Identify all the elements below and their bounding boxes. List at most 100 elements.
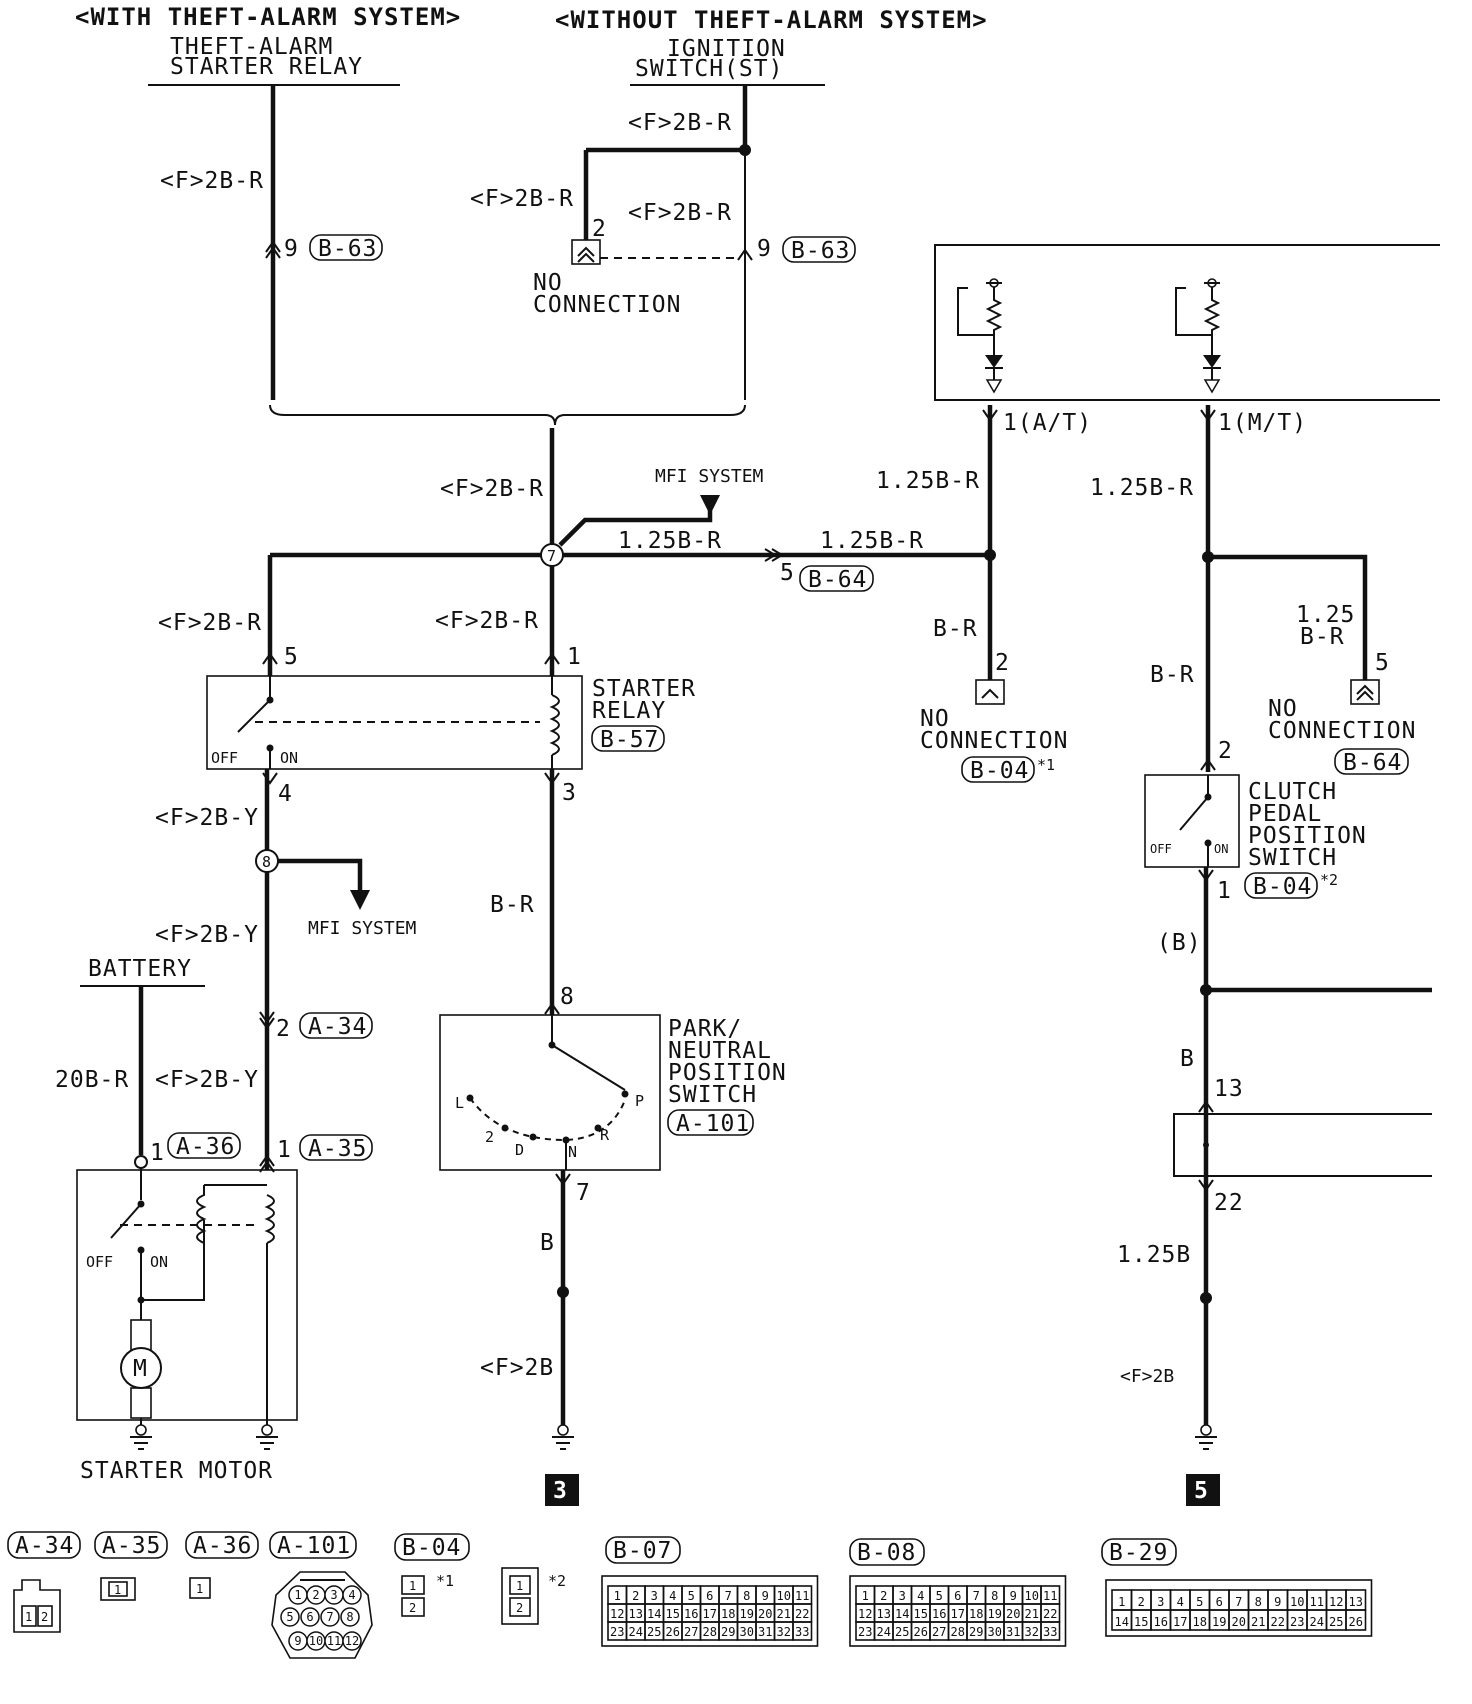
a101-pin-label: 4 bbox=[348, 1588, 355, 1602]
b08-pin-label: 29 bbox=[969, 1625, 983, 1639]
legend-tag-b04: B-04 bbox=[394, 1533, 470, 1561]
connector-tag-b57: B-57 bbox=[591, 725, 665, 753]
svg-text:A-35: A-35 bbox=[308, 1136, 367, 1162]
pn-arc bbox=[469, 1097, 626, 1142]
b07-pin-label: 32 bbox=[777, 1625, 791, 1639]
pin-label: 9 bbox=[757, 236, 772, 262]
ground-icon bbox=[130, 1424, 152, 1450]
connector-arrow-icon bbox=[544, 652, 560, 665]
joint-connector-box bbox=[1173, 1113, 1432, 1177]
svg-text:B-29: B-29 bbox=[1109, 1540, 1168, 1566]
svg-text:1: 1 bbox=[25, 1610, 32, 1624]
svg-text:B-08: B-08 bbox=[857, 1540, 916, 1566]
b08-pin-label: 33 bbox=[1043, 1625, 1057, 1639]
b07-pin-label: 6 bbox=[706, 1589, 713, 1603]
svg-text:1: 1 bbox=[196, 1582, 203, 1596]
b29-pin-label: 10 bbox=[1290, 1595, 1304, 1609]
no-connection-label-1: NO bbox=[533, 270, 563, 296]
wire-label: 20B-R bbox=[55, 1067, 129, 1093]
wire-label: <F>2B-R bbox=[470, 186, 574, 212]
pn-label-3: POSITION bbox=[668, 1060, 787, 1086]
b29-pin-label: 25 bbox=[1329, 1615, 1343, 1629]
connector-tag-b63: B-63 bbox=[782, 236, 856, 264]
b08-pin-label: 30 bbox=[988, 1625, 1002, 1639]
starter-relay-label-1: STARTER bbox=[592, 676, 696, 702]
wire-label: 1.25B-R bbox=[876, 468, 980, 494]
on-label: ON bbox=[1214, 842, 1228, 856]
b07-pin-label: 19 bbox=[740, 1607, 754, 1621]
b08-pin-label: 14 bbox=[895, 1607, 909, 1621]
pin-label: 9 bbox=[284, 236, 299, 262]
pin-label: 22 bbox=[1214, 1190, 1244, 1216]
clutch-label-1: CLUTCH bbox=[1248, 779, 1337, 805]
option-bracket bbox=[269, 404, 746, 426]
ground-icon bbox=[256, 1424, 278, 1450]
off-label: OFF bbox=[1150, 842, 1172, 856]
legend-tag-a35: A-35 bbox=[94, 1531, 168, 1559]
b07-pin-label: 22 bbox=[795, 1607, 809, 1621]
connector-tag-b64: B-64 bbox=[799, 565, 874, 593]
b07-pin-label: 18 bbox=[721, 1607, 735, 1621]
splice-dot bbox=[984, 549, 996, 561]
b29-pin-label: 12 bbox=[1329, 1595, 1343, 1609]
connector-face-a35: 1 bbox=[100, 1577, 136, 1601]
b08-pin-label: 4 bbox=[917, 1589, 924, 1603]
b07-pin-label: 20 bbox=[758, 1607, 772, 1621]
b08-pin-label: 23 bbox=[858, 1625, 872, 1639]
mfi-system-label-lower: MFI SYSTEM bbox=[308, 918, 417, 939]
connector-face-b04-star2: 1 2 *2 bbox=[501, 1567, 566, 1625]
connector-arrow-icon bbox=[981, 688, 999, 699]
shift-label: 2 bbox=[485, 1128, 494, 1146]
svg-text:2: 2 bbox=[409, 1601, 416, 1615]
svg-text:A-36: A-36 bbox=[193, 1533, 252, 1559]
b08-pin-label: 12 bbox=[858, 1607, 872, 1621]
wire-label: B-R bbox=[490, 892, 535, 918]
shift-label: D bbox=[515, 1141, 524, 1159]
b29-pin-label: 14 bbox=[1115, 1615, 1129, 1629]
b08-pin-label: 19 bbox=[988, 1607, 1002, 1621]
svg-text:B-07: B-07 bbox=[613, 1538, 672, 1564]
b29-pin-label: 2 bbox=[1138, 1595, 1145, 1609]
b07-pin-label: 31 bbox=[758, 1625, 772, 1639]
b29-pin-label: 15 bbox=[1134, 1615, 1148, 1629]
a101-pin-label: 8 bbox=[346, 1610, 353, 1624]
ignition-label-1: IGNITION bbox=[667, 36, 786, 62]
wire-label: (B) bbox=[1157, 930, 1202, 956]
b08-pin-label: 10 bbox=[1025, 1589, 1039, 1603]
wire-label: <F>2B-Y bbox=[155, 805, 259, 831]
pn-position-dot bbox=[529, 1133, 537, 1141]
svg-text:B-04: B-04 bbox=[402, 1535, 461, 1561]
ground-icon bbox=[1195, 1424, 1217, 1450]
no-connection-terminal bbox=[1350, 679, 1380, 705]
b08-pin-label: 17 bbox=[951, 1607, 965, 1621]
svg-text:B-64: B-64 bbox=[808, 567, 867, 593]
pn-selector-blade bbox=[551, 1044, 626, 1091]
pin-label: 2 bbox=[995, 650, 1010, 676]
wire-mt-branch bbox=[1208, 554, 1368, 680]
b08-housing bbox=[849, 1575, 1067, 1647]
b08-pin-label: 11 bbox=[1043, 1589, 1057, 1603]
starter-relay-label-2: RELAY bbox=[592, 698, 666, 724]
b08-pin-label: 16 bbox=[932, 1607, 946, 1621]
pin-label: 5 bbox=[1375, 650, 1390, 676]
a101-pin-label: 7 bbox=[326, 1610, 333, 1624]
wire-label-1: 1.25 bbox=[1296, 602, 1355, 628]
starter-motor-box bbox=[76, 1169, 298, 1421]
shift-label: N bbox=[568, 1143, 577, 1161]
svg-text:*2: *2 bbox=[548, 1572, 566, 1590]
connector-arrow-icon bbox=[1198, 1100, 1214, 1113]
pin-label: 3 bbox=[562, 780, 577, 806]
legend-tag-a101: A-101 bbox=[269, 1531, 357, 1559]
off-label: OFF bbox=[211, 749, 238, 767]
wire-label-2: B-R bbox=[1300, 624, 1345, 650]
svg-text:B-04: B-04 bbox=[970, 758, 1029, 784]
b08-pin-label: 32 bbox=[1025, 1625, 1039, 1639]
pn-label-2: NEUTRAL bbox=[668, 1038, 772, 1064]
b29-pin-label: 19 bbox=[1212, 1615, 1226, 1629]
b07-pin-label: 27 bbox=[684, 1625, 698, 1639]
pin-label: 1 bbox=[567, 644, 582, 670]
ecu-input-circuit-mt bbox=[1175, 278, 1221, 394]
b08-pin-label: 18 bbox=[969, 1607, 983, 1621]
clutch-switch-blade bbox=[1179, 796, 1209, 831]
